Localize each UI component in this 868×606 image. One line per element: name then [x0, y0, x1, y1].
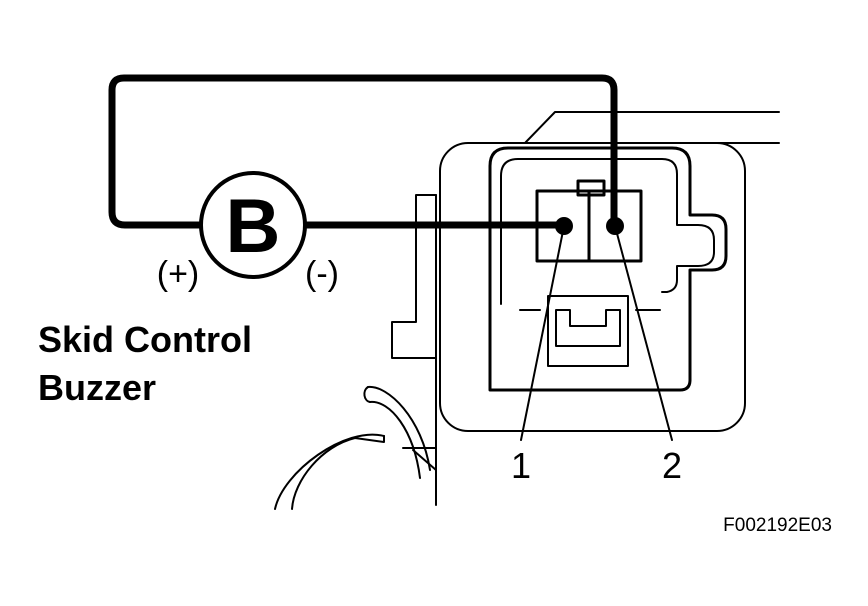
clip-hook-outer: [274, 433, 385, 510]
terminal-1-leader: [520, 225, 565, 441]
meter-symbol: B: [226, 184, 281, 269]
clip-arm-tip: [363, 386, 371, 403]
bracket-outline: [391, 194, 437, 359]
negative-polarity-label: (-): [305, 255, 339, 293]
test-leads: [108, 74, 624, 235]
positive-polarity-label: (+): [157, 255, 200, 293]
lock-frame: [547, 295, 629, 367]
harness-upper-line: [524, 111, 780, 144]
harness: [524, 111, 780, 144]
component-name-line1: Skid Control: [38, 319, 252, 360]
lock-tab: [555, 309, 621, 347]
clip-hook-inner: [291, 435, 385, 510]
figure-code: F002192E03: [723, 515, 832, 536]
positive-lead: [108, 74, 618, 229]
clip-arm-inner: [369, 400, 421, 479]
component-name-line2: Buzzer: [38, 367, 156, 408]
bracket-slant: [412, 449, 437, 471]
terminal-2-label: 2: [662, 445, 682, 486]
connector-key: [576, 179, 606, 197]
meter: B (+) (-): [157, 171, 339, 293]
connector-inner-wall: [500, 158, 715, 305]
terminal-1-label: 1: [511, 445, 531, 486]
buzzer-connector: [439, 142, 746, 432]
terminal-2-leader: [614, 225, 673, 441]
bracket-sketch: [274, 194, 437, 510]
clip-arm-outer: [367, 385, 431, 471]
connector-body: [488, 146, 728, 392]
meter-circle: [199, 171, 307, 279]
connector-outer-shell: [439, 142, 746, 432]
